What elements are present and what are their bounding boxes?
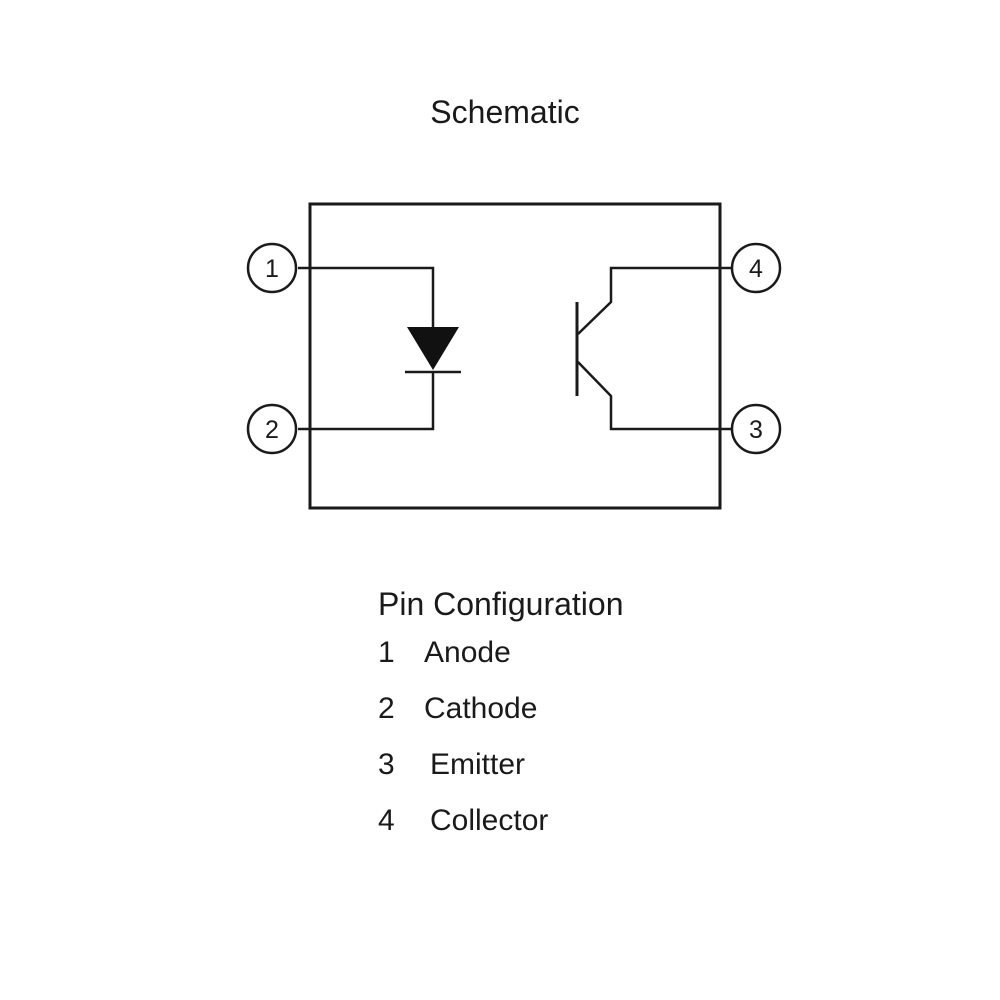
pin-config-number: 2 <box>378 692 395 725</box>
pin-configuration: Pin Configuration 1 Anode 2 Cathode 3 Em… <box>378 583 778 849</box>
pin-3: 3 <box>730 403 782 455</box>
pin-config-name: Cathode <box>424 692 538 725</box>
pin-config-number: 4 <box>378 804 395 837</box>
pin-1-label: 1 <box>265 255 279 283</box>
pin-config-name: Emitter <box>430 748 526 781</box>
schematic-title: Schematic <box>430 94 580 130</box>
pin-config-name: Collector <box>430 804 549 837</box>
pin-2: 2 <box>246 403 298 455</box>
pin-config-number: 3 <box>378 748 395 781</box>
pin-2-label: 2 <box>265 416 279 444</box>
pin-config-row: 4 Collector <box>378 793 778 849</box>
pin-configuration-heading: Pin Configuration <box>378 586 624 622</box>
package-outline <box>308 202 722 510</box>
pin-config-number: 1 <box>378 636 395 669</box>
cathode-wire <box>298 372 435 431</box>
collector-wire <box>577 266 732 335</box>
pin-config-row: 2 Cathode <box>378 681 778 737</box>
anode-wire <box>298 266 435 328</box>
diode-icon <box>407 327 459 370</box>
pin-3-label: 3 <box>749 416 763 444</box>
pin-config-row: 1 Anode <box>378 625 778 681</box>
pin-4-label: 4 <box>749 255 763 283</box>
pin-4: 4 <box>730 242 782 294</box>
pin-1: 1 <box>246 242 298 294</box>
pin-config-row: 3 Emitter <box>378 737 778 793</box>
emitter-wire <box>577 361 732 431</box>
pin-config-name: Anode <box>424 636 511 669</box>
